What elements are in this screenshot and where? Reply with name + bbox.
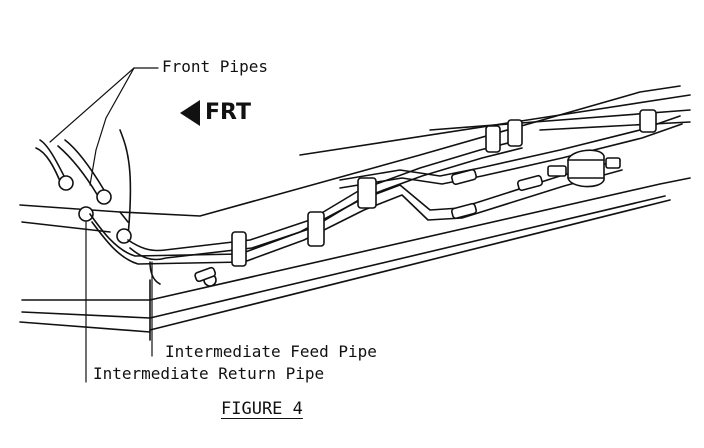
fuel-filter <box>547 149 621 188</box>
pipe-clips <box>231 109 657 267</box>
pipe-fittings <box>58 175 217 287</box>
front-direction-label: FRT <box>205 100 251 125</box>
leader-lines <box>49 67 159 383</box>
intermediate-return-pipe-label: Intermediate Return Pipe <box>93 364 325 383</box>
frame-outline <box>19 85 691 341</box>
hose-couplings <box>194 168 544 283</box>
intermediate-feed-pipe-label: Intermediate Feed Pipe <box>165 342 377 361</box>
front-pipes-label: Front Pipes <box>162 57 268 76</box>
intermediate-pipes <box>89 115 683 285</box>
front-direction-arrow-icon <box>180 100 200 126</box>
figure-caption: FIGURE 4 <box>221 399 303 419</box>
